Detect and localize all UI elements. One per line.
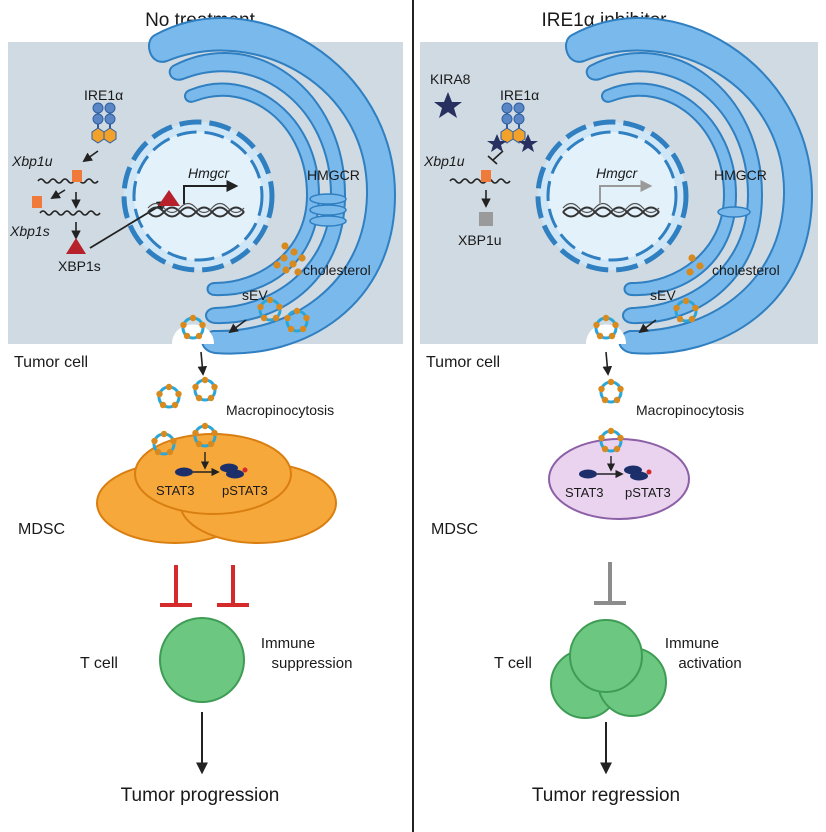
right-hmgcr-label: HMGCR [714,167,767,183]
left-mdsc-label: MDSC [18,521,65,538]
right-cholesterol-dots [686,254,704,276]
right-hmgcr-gene-label: Hmgcr [596,165,639,181]
right-hmgcr-disc [717,206,751,218]
left-sev-label: sEV [242,287,268,303]
left-xbp1u-label: Xbp1u [11,153,53,169]
right-tumor-cell-label: Tumor cell [426,354,500,371]
left-xbp1s-bound-icon [158,190,180,206]
left-ire1a-label: IRE1α [84,87,123,103]
right-kira8-bound-icon [518,134,538,152]
left-cholesterol-dots [273,242,306,276]
left-transcription-arrow [183,180,239,204]
left-outcome-label: Tumor progression [121,785,280,806]
left-pstat3-label: pSTAT3 [222,483,268,498]
right-t-cell-label: T cell [494,655,532,672]
right-transcription-arrow [599,180,653,204]
right-phosphate-icon [646,469,652,475]
left-pstat3-icon [226,469,244,479]
right-pstat3-label: pSTAT3 [625,485,671,500]
right-inhibition-xbp1-splicing [487,155,498,165]
right-xbp1u-protein-label: XBP1u [458,232,502,248]
right-pstat3-icon [630,471,648,481]
left-immune-label-line2: suppression [272,655,353,672]
left-xbp1s-protein-label: XBP1s [58,258,101,274]
left-immune-label-line1: Immune [261,635,315,652]
right-kira8-bound-icon [487,134,507,152]
left-hmgcr-gene-label: Hmgcr [188,165,231,181]
right-kira8-icon [434,92,462,118]
right-inhibition-xbp1-splicing [492,150,504,161]
left-arrow-xbp1s-to-hmgcr [89,200,168,249]
right-sev-label: sEV [650,287,676,303]
right-panel: IRE1α inhibitor HMGCR KIRA8 IRE1α Xbp1u … [420,10,818,806]
left-nucleus [124,122,272,270]
right-stat3-icon [579,469,597,479]
right-free-sev [596,377,626,405]
right-stat3-label: STAT3 [565,485,604,500]
right-arrow-sev-release [638,319,657,334]
right-xbp1u-intron [481,170,491,182]
left-hmgcr-discs [309,193,347,227]
left-arrow-ire1a-to-xbp1u [82,150,99,163]
right-mdsc-label: MDSC [431,521,478,538]
left-stat3-icon [175,467,193,477]
left-free-sev [154,382,184,410]
left-xbp1s-label: Xbp1s [9,223,50,239]
left-xbp1-splice-fragment [72,170,82,182]
left-macropinocytosis-label: Macropinocytosis [226,402,334,418]
right-immune-label-line1: Immune [665,635,719,652]
right-inhibition-icon [594,562,626,605]
left-excised-intron [32,196,42,208]
left-t-cell-label: T cell [80,655,118,672]
left-arrow-sev-release [228,319,247,334]
left-stat3-label: STAT3 [156,483,195,498]
left-t-cell [159,617,245,703]
right-arrow-to-mdsc [602,351,613,376]
left-cholesterol-label: cholesterol [303,262,371,278]
right-kira8-label: KIRA8 [430,71,471,87]
left-phosphate-icon [242,467,248,473]
right-ire1a-label: IRE1α [500,87,539,103]
right-xbp1u-label: Xbp1u [423,153,465,169]
left-arrow-splice [50,189,66,200]
left-xbp1s-protein-icon [66,238,86,254]
left-hmgcr-label: HMGCR [307,167,360,183]
left-arrow-to-mdsc [197,351,208,376]
left-mdsc-cluster [96,433,337,544]
left-tumor-cell-label: Tumor cell [14,354,88,371]
right-nucleus [538,122,686,270]
right-xbp1u-protein-icon [479,212,493,226]
right-immune-label-line2: activation [678,655,741,672]
left-inhibition-icon [160,565,249,607]
right-macropinocytosis-label: Macropinocytosis [636,402,744,418]
left-free-sev [190,375,220,403]
right-t-cell-cluster [550,619,667,719]
left-panel: No treatment HMGCR IRE1α Xbp1u Xbp1s [8,10,403,806]
right-outcome-label: Tumor regression [532,785,680,806]
right-cholesterol-label: cholesterol [712,262,780,278]
